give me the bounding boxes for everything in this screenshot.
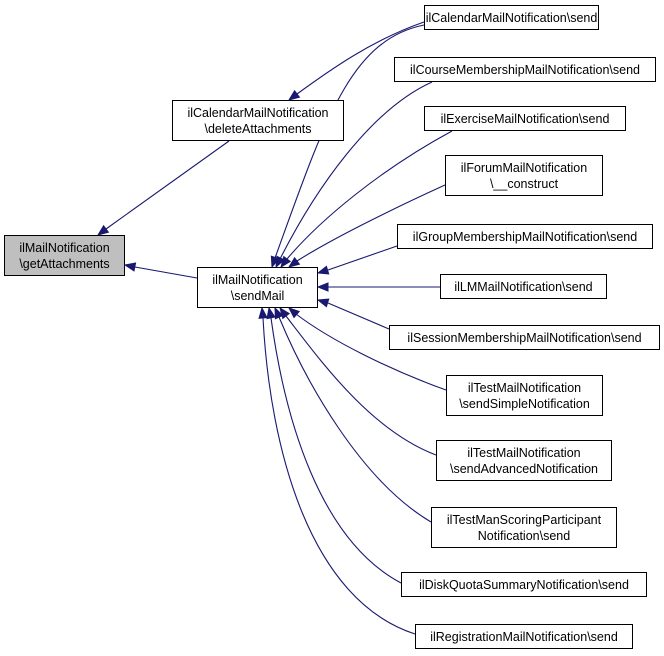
- edge-test-advanced-to-send-mail-arrowhead: [279, 306, 291, 320]
- node-calendar-delete-line1: ilCalendarMailNotification: [187, 105, 329, 120]
- node-disk-quota-label: ilDiskQuotaSummaryNotification\send: [419, 577, 629, 592]
- node-calendar-delete-line2: \deleteAttachments: [204, 121, 312, 136]
- edge-calendar-delete-to-root-arrowhead: [96, 224, 110, 236]
- edge-exercise-send-to-send-mail: [280, 130, 453, 269]
- node-send-mail-line1: ilMailNotification: [212, 272, 303, 287]
- edge-send-mail-to-root: [123, 262, 198, 279]
- edge-session-send-to-send-mail: [316, 298, 390, 330]
- node-session-send-label: ilSessionMembershipMailNotification\send: [407, 330, 642, 345]
- edge-course-send-to-send-mail: [275, 81, 433, 269]
- node-forum-construct[interactable]: ilForumMailNotification \__construct: [445, 155, 603, 196]
- node-test-simple-line2: \sendSimpleNotification: [459, 396, 590, 411]
- edge-disk-quota-to-send-mail-arrowhead: [266, 306, 276, 320]
- edge-calendar-delete-to-root: [96, 140, 230, 236]
- edge-disk-quota-to-send-mail: [266, 306, 402, 584]
- node-forum-construct-line2: \__construct: [489, 176, 559, 191]
- edge-registration-to-send-mail-arrowhead: [258, 306, 268, 319]
- node-registration-label: ilRegistrationMailNotification\send: [430, 629, 618, 644]
- node-group-send[interactable]: ilGroupMembershipMailNotification\send: [397, 224, 653, 249]
- node-disk-quota[interactable]: ilDiskQuotaSummaryNotification\send: [401, 572, 647, 597]
- edge-lm-send-to-send-mail-arrowhead: [316, 282, 329, 292]
- edge-test-simple-to-send-mail: [287, 307, 447, 391]
- node-send-mail[interactable]: ilMailNotification \sendMail: [197, 267, 318, 308]
- node-root: ilMailNotification \getAttachments: [4, 235, 125, 276]
- edge-test-simple-to-send-mail-arrowhead: [287, 307, 301, 319]
- node-calendar-delete[interactable]: ilCalendarMailNotification \deleteAttach…: [172, 100, 344, 141]
- edge-exercise-send-to-send-mail-arrowhead: [280, 255, 292, 269]
- edge-test-scoring-to-send-mail: [274, 306, 432, 523]
- node-course-send-label: ilCourseMembershipMailNotification\send: [410, 62, 640, 77]
- edge-forum-to-send-mail: [287, 184, 446, 268]
- edge-send-mail-to-root-arrowhead: [123, 262, 137, 272]
- node-root-line1: ilMailNotification: [19, 240, 110, 255]
- edge-forum-to-send-mail-arrowhead: [287, 256, 301, 268]
- edge-session-send-to-send-mail-arrowhead: [316, 298, 330, 308]
- node-test-simple[interactable]: ilTestMailNotification \sendSimpleNotifi…: [446, 375, 603, 416]
- node-group-send-label: ilGroupMembershipMailNotification\send: [412, 229, 638, 244]
- node-calendar-send-label: ilCalendarMailNotification\send: [425, 10, 598, 25]
- node-forum-construct-line1: ilForumMailNotification: [460, 160, 588, 175]
- node-test-simple-line1: ilTestMailNotification: [467, 380, 582, 395]
- node-calendar-send[interactable]: ilCalendarMailNotification\send: [424, 5, 599, 30]
- node-lm-send-label: ilLMMailNotification\send: [454, 279, 593, 294]
- node-test-advanced[interactable]: ilTestMailNotification \sendAdvancedNoti…: [436, 440, 612, 481]
- node-test-scoring-line1: ilTestManScoringParticipant: [446, 512, 602, 527]
- node-test-scoring[interactable]: ilTestManScoringParticipant Notification…: [431, 507, 617, 548]
- edge-registration-to-send-mail: [258, 306, 416, 635]
- edge-calendar-send-to-calendar-delete: [287, 21, 425, 101]
- node-exercise-send-label: ilExerciseMailNotification\send: [440, 111, 610, 126]
- edge-lm-send-to-send-mail: [316, 282, 440, 292]
- edge-test-scoring-to-send-mail-arrowhead: [274, 306, 284, 320]
- node-session-send[interactable]: ilSessionMembershipMailNotification\send: [389, 325, 660, 350]
- node-lm-send[interactable]: ilLMMailNotification\send: [440, 274, 607, 299]
- node-exercise-send[interactable]: ilExerciseMailNotification\send: [424, 106, 626, 131]
- node-root-line2: \getAttachments: [19, 256, 110, 271]
- node-course-send[interactable]: ilCourseMembershipMailNotification\send: [394, 57, 656, 82]
- node-send-mail-line2: \sendMail: [230, 288, 285, 303]
- node-test-advanced-line2: \sendAdvancedNotification: [449, 461, 598, 476]
- edge-course-send-to-send-mail-arrowhead: [275, 255, 285, 269]
- node-registration[interactable]: ilRegistrationMailNotification\send: [415, 624, 633, 649]
- node-test-scoring-line2: Notification\send: [477, 528, 571, 543]
- node-test-advanced-line1: ilTestMailNotification: [467, 445, 581, 460]
- edge-group-send-to-send-mail: [316, 245, 398, 275]
- edge-calendar-send-to-calendar-delete-arrowhead: [287, 89, 301, 101]
- edge-group-send-to-send-mail-arrowhead: [316, 265, 330, 275]
